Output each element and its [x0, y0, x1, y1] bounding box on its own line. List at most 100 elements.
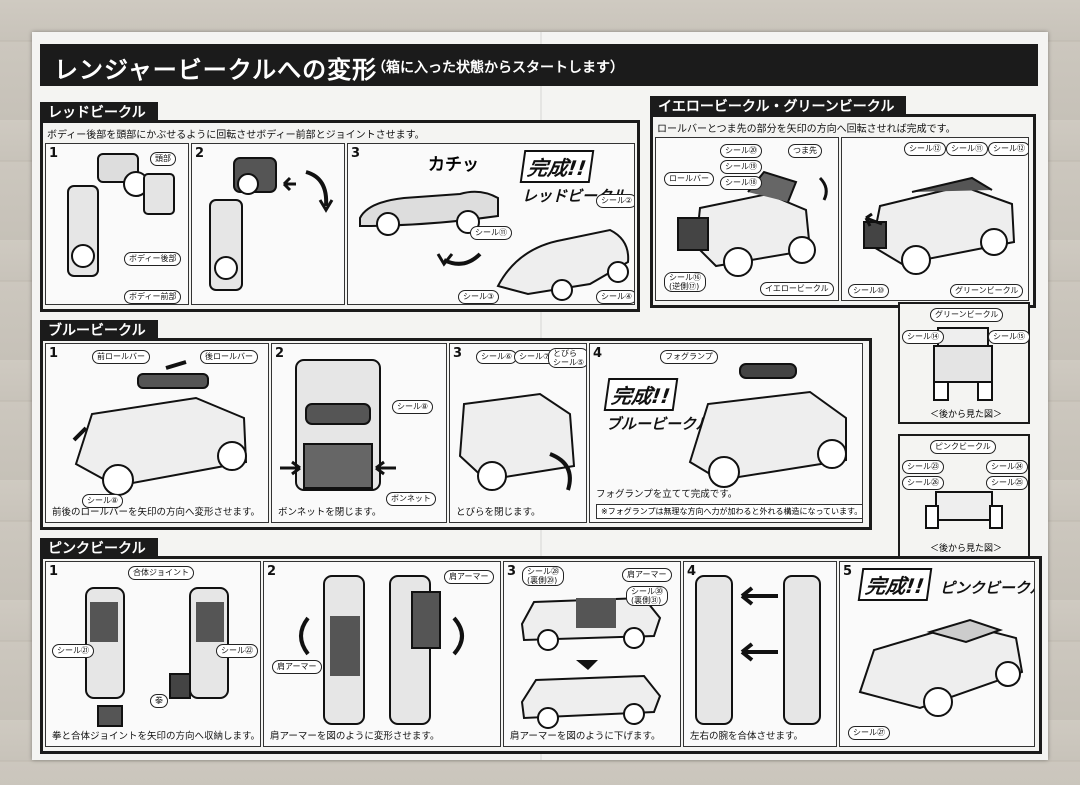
step-number: 4: [687, 564, 697, 579]
tag-combine-joint: 合体ジョイント: [128, 566, 194, 580]
step-number: 1: [49, 146, 59, 161]
blue-step3-caption: とびらを閉じます。: [456, 507, 541, 518]
tag-rear-rollbar: 後ロールバー: [200, 350, 258, 364]
pink-back-illustration: [925, 491, 1003, 529]
tag-seal-10: シール⑩: [848, 284, 890, 298]
yellow-green-section: ロールバーとつま先の部分を矢印の方向へ回転させれば完成です。 シール⑳ シール⑲…: [650, 114, 1036, 308]
fog-lamp-note: ※フォグランプは無理な方向へ力が加わると外れる構造になっています。: [596, 504, 862, 519]
tag-seal-16: シール⑯ (逆側⑰): [664, 272, 706, 292]
step-number: 1: [49, 564, 59, 579]
tag-seal-24: シール㉔: [986, 460, 1028, 474]
tag-seal-14: シール⑭: [902, 330, 944, 344]
tag-seal-15: シール⑮: [988, 330, 1030, 344]
tag-seal-25: シール㉕: [986, 476, 1028, 490]
blue-step2-caption: ボンネットを閉じます。: [278, 507, 382, 518]
blue-section-label: ブルービークル: [40, 320, 158, 342]
red-step-1: 1 頭部 ボディー後部 ボディー前部: [45, 143, 189, 305]
green-vehicle-illustration: [863, 176, 1016, 275]
blue-vehicle-complete-illustration: [688, 363, 847, 488]
yellow-vehicle-name: イエロービークル: [760, 282, 834, 296]
tag-seal-26: シール㉖: [902, 476, 944, 490]
pink-back-caption: ＜後から見た図＞: [930, 544, 1003, 554]
blue-complete-badge: 完成!! ブルービークル: [603, 378, 711, 434]
tag-seal-3: シール③: [458, 290, 500, 304]
step-number: 3: [453, 346, 463, 361]
pink-step-2: 2 肩アーマー 肩アーマー 肩アーマーを図のように変形させます。: [263, 561, 501, 747]
green-back-illustration: [933, 327, 993, 401]
pink-step1-caption: 拳と合体ジョイントを矢印の方向へ収納します。: [52, 731, 261, 742]
step-number: 1: [49, 346, 59, 361]
blue-step-3: 3 シール⑥ シール⑦ とびら シール⑤ とびらを閉じます。: [449, 343, 587, 523]
pink-step-3: 3 シール㉘ (裏側㉙) 肩アーマー シール㉚ (裏側㉛) 肩アーマーを図のよう…: [503, 561, 681, 747]
yellow-vehicle-panel: シール⑳ シール⑲ シール⑱ つま先 ロールバー シール⑯ (逆側⑰) イエロー…: [655, 137, 839, 301]
blue-vehicle-step2-illustration: [280, 359, 396, 491]
tag-head: 頭部: [150, 152, 176, 166]
page-title: レンジャービークルへの変形: [54, 56, 378, 84]
step-number: 2: [267, 564, 277, 579]
tag-rollbar: ロールバー: [664, 172, 714, 186]
tag-seal-11: シール⑪: [946, 142, 988, 156]
tag-seal-22: シール㉒: [216, 644, 258, 658]
complete-vehicle-name: ブルービークル: [606, 415, 711, 433]
green-back-view: グリーンビークル シール⑭ シール⑮ ＜後から見た図＞: [898, 302, 1030, 424]
tag-shoulder-armor-right: 肩アーマー: [444, 570, 494, 584]
red-step-3: 3 カチッ 完成!! レッドビークル シール⑪ シール② シール③ シール④: [347, 143, 635, 305]
blue-vehicle-step3-illustration: [458, 392, 576, 491]
title-bar: レンジャービークルへの変形 （箱に入った状態からスタートします）: [40, 44, 1038, 86]
tag-seal-23: シール㉓: [902, 460, 944, 474]
robot-arm-rotated-illustration: [209, 157, 334, 291]
tag-seal-27: シール㉗: [848, 726, 890, 740]
blue-step-1: 1 前ロールバー 後ロールバー シール⑧ 前後のロールバーを矢印の方向へ変形させ…: [45, 343, 269, 523]
blue-step1-caption: 前後のロールバーを矢印の方向へ変形させます。: [52, 507, 261, 518]
tag-shoulder-armor-left: 肩アーマー: [272, 660, 322, 674]
pink-complete-badge: 完成!! ピンクビークル: [857, 568, 1034, 601]
step-number: 4: [593, 346, 603, 361]
blue-step-4: 4 フォグランプ 完成!! ブルービークル フォグランプを立てて完成です。 ※フ…: [589, 343, 863, 523]
pink-back-view: ピンクビークル シール㉓ シール㉖ シール㉔ シール㉕ ＜後から見た図＞: [898, 434, 1030, 558]
tag-seal-2: シール②: [596, 194, 634, 208]
pink-step2-caption: 肩アーマーを図のように変形させます。: [270, 731, 440, 742]
step-number: 3: [351, 146, 361, 161]
blue-section: 1 前ロールバー 後ロールバー シール⑧ 前後のロールバーを矢印の方向へ変形させ…: [40, 338, 872, 530]
tag-seal-12b: シール⑫: [988, 142, 1028, 156]
red-step-2: 2: [191, 143, 345, 305]
yellow-vehicle-illustration: [677, 170, 828, 277]
tag-seal-8: シール⑧: [82, 494, 124, 508]
pink-step-5: 5 完成!! ピンクビークル シール㉗: [839, 561, 1035, 747]
green-vehicle-name: グリーンビークル: [950, 284, 1024, 298]
tag-body-rear: ボディー後部: [124, 252, 182, 266]
tag-seal-21: シール㉑: [52, 644, 94, 658]
tag-bonnet: ボンネット: [386, 492, 436, 506]
page-subtitle: （箱に入った状態からスタートします）: [372, 60, 624, 76]
tag-shoulder-armor: 肩アーマー: [622, 568, 672, 582]
tag-seal-20: シール⑳: [720, 144, 762, 158]
tag-seal-18: シール⑱: [720, 176, 762, 190]
tag-seal-28: シール㉘ (裏側㉙): [522, 566, 564, 586]
tag-seal-4: シール④: [596, 290, 634, 304]
red-section-label: レッドビークル: [40, 102, 158, 124]
step-number: 3: [507, 564, 517, 579]
tag-toe: つま先: [788, 144, 822, 158]
pink-back-title: ピンクビークル: [930, 440, 996, 454]
pink-arms-step2-illustration: [299, 575, 464, 725]
pink-arms-step1-illustration: [85, 587, 229, 727]
pink-arms-step4-illustration: [695, 575, 821, 725]
pink-step-4: 4 左右の腕を合体させます。: [683, 561, 837, 747]
step-number: 5: [843, 564, 853, 579]
pink-step4-caption: 左右の腕を合体させます。: [690, 731, 804, 742]
blue-vehicle-step1-illustration: [72, 360, 248, 496]
pink-vehicle-complete-illustration: [858, 618, 1024, 717]
blue-step-2: 2 シール⑧ ボンネット ボンネットを閉じます。: [271, 343, 447, 523]
robot-arm-illustration: [67, 153, 175, 277]
step-number: 2: [195, 146, 205, 161]
tag-body-front: ボディー前部: [124, 290, 182, 304]
pink-step3-caption: 肩アーマーを図のように下げます。: [510, 731, 661, 742]
yellow-green-instruction: ロールバーとつま先の部分を矢印の方向へ回転させれば完成です。: [657, 124, 956, 135]
click-sound-text: カチッ: [428, 155, 479, 175]
red-instruction: ボディー後部を頭部にかぶせるように回転させボディー前部とジョイントさせます。: [47, 130, 425, 141]
pink-vehicle-step3-illustration: [520, 596, 662, 729]
tag-fog-lamp: フォグランプ: [660, 350, 718, 364]
tag-fist: 拳: [150, 694, 168, 708]
tag-seal-12a: シール⑫: [904, 142, 946, 156]
tag-seal-6: シール⑥: [476, 350, 518, 364]
